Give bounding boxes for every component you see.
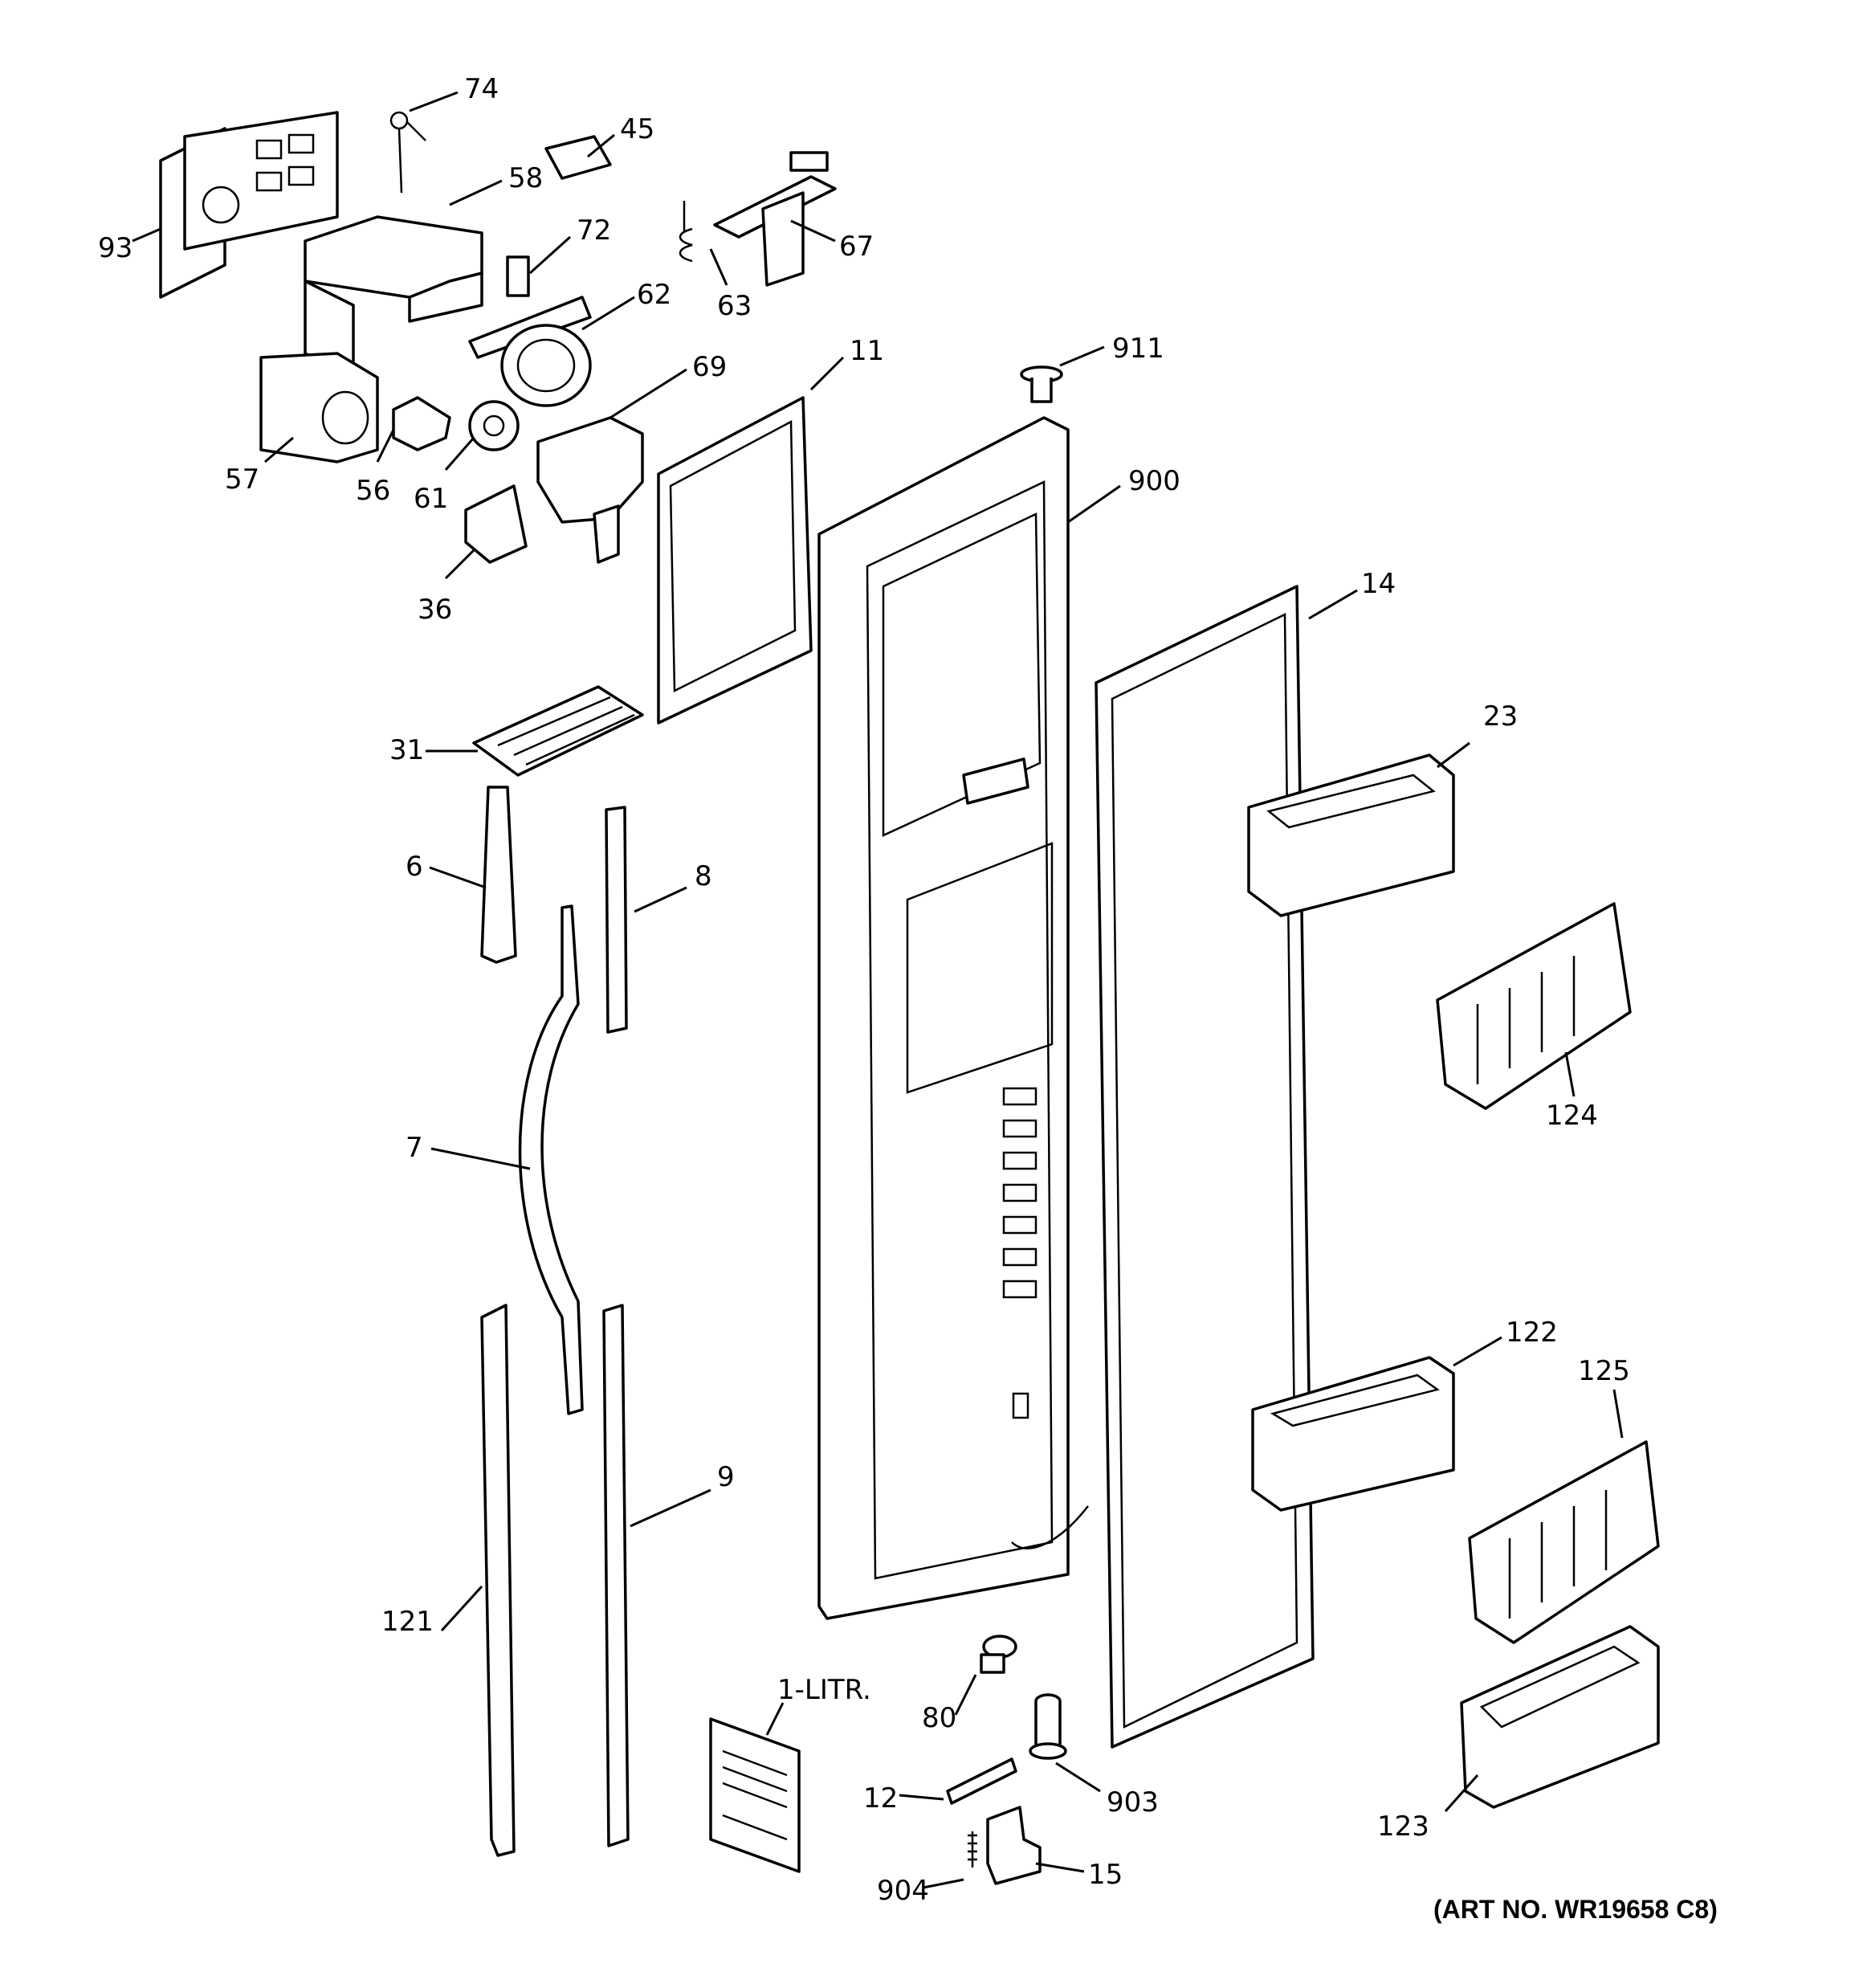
callout-121: 121	[381, 1606, 434, 1638]
part-11-recess-frame	[657, 396, 813, 725]
part-14-gasket	[1095, 585, 1315, 1749]
part-45-bracket	[544, 135, 612, 180]
callout-93: 93	[98, 232, 132, 264]
part-123-door-bin	[1460, 1625, 1660, 1809]
callout-123: 123	[1377, 1810, 1429, 1843]
callout-903: 903	[1107, 1786, 1159, 1819]
callout-labels: 93 74 45 58 72 67 63 62 69 11 911 57 56 …	[98, 73, 1630, 1907]
part-23-door-bin	[1247, 753, 1455, 917]
part-124-wire-basket	[1436, 902, 1632, 1110]
callout-900: 900	[1128, 465, 1180, 497]
part-15-hinge	[986, 1806, 1042, 1885]
part-911-cap	[1020, 365, 1063, 403]
callout-23: 23	[1483, 700, 1518, 733]
callout-124: 124	[1546, 1100, 1598, 1132]
callout-12: 12	[863, 1782, 898, 1815]
callout-31: 31	[389, 734, 424, 766]
callout-11: 11	[850, 335, 884, 367]
callout-67: 67	[839, 231, 874, 263]
callout-58: 58	[508, 162, 543, 194]
part-1-literature	[709, 1717, 801, 1873]
callout-62: 62	[637, 279, 671, 311]
part-93-control-board	[159, 111, 339, 299]
part-12-hinge-plate	[946, 1757, 1017, 1805]
callout-15: 15	[1088, 1859, 1123, 1891]
part-122-door-bin	[1251, 1356, 1455, 1512]
part-57-motor-housing	[259, 352, 379, 463]
callout-125: 125	[1578, 1355, 1630, 1387]
callout-36: 36	[418, 594, 452, 626]
part-36-bracket	[464, 484, 528, 564]
callout-63: 63	[717, 290, 752, 322]
callout-56: 56	[356, 475, 390, 507]
part-903-pivot-pin	[1029, 1693, 1067, 1760]
part-61-gear	[468, 400, 520, 451]
part-9-mounting-strip	[602, 1304, 630, 1847]
callout-7: 7	[406, 1132, 423, 1164]
part-125-wire-basket	[1468, 1440, 1660, 1644]
callout-1-litr: 1-LITR.	[777, 1674, 871, 1706]
callout-57: 57	[225, 463, 259, 496]
part-69-funnel	[536, 416, 644, 564]
part-72-switch	[506, 255, 530, 297]
part-58-dispenser-housing	[304, 215, 483, 379]
callout-61: 61	[414, 483, 448, 515]
part-121-trim	[480, 1304, 516, 1857]
part-8-mounting-strip	[605, 806, 628, 1034]
part-67-actuator-arm	[713, 151, 837, 287]
callout-6: 6	[406, 851, 423, 883]
callout-69: 69	[692, 351, 727, 383]
part-63-spring	[679, 201, 693, 263]
callout-14: 14	[1361, 568, 1396, 600]
part-904-screw	[968, 1831, 977, 1868]
leader-lines	[132, 91, 1624, 1889]
callout-45: 45	[620, 113, 654, 145]
part-31-grille	[472, 685, 644, 777]
callout-904: 904	[877, 1875, 929, 1907]
callout-72: 72	[577, 214, 611, 247]
callout-9: 9	[717, 1461, 735, 1493]
door-shelf-clips	[1002, 1087, 1037, 1299]
part-80-plug	[980, 1635, 1017, 1674]
part-900-door	[817, 416, 1089, 1620]
callout-911: 911	[1112, 333, 1164, 365]
part-56-coupling	[392, 396, 451, 451]
callout-80: 80	[922, 1702, 956, 1734]
callout-8: 8	[695, 860, 712, 892]
callout-74: 74	[464, 73, 499, 105]
part-7-handle	[518, 904, 584, 1415]
art-number: (ART NO. WR19658 C8)	[1433, 1895, 1718, 1924]
part-6-trim	[480, 786, 517, 964]
callout-122: 122	[1506, 1316, 1558, 1349]
part-74-spring	[389, 111, 426, 194]
part-62-chute-ring	[468, 296, 592, 407]
